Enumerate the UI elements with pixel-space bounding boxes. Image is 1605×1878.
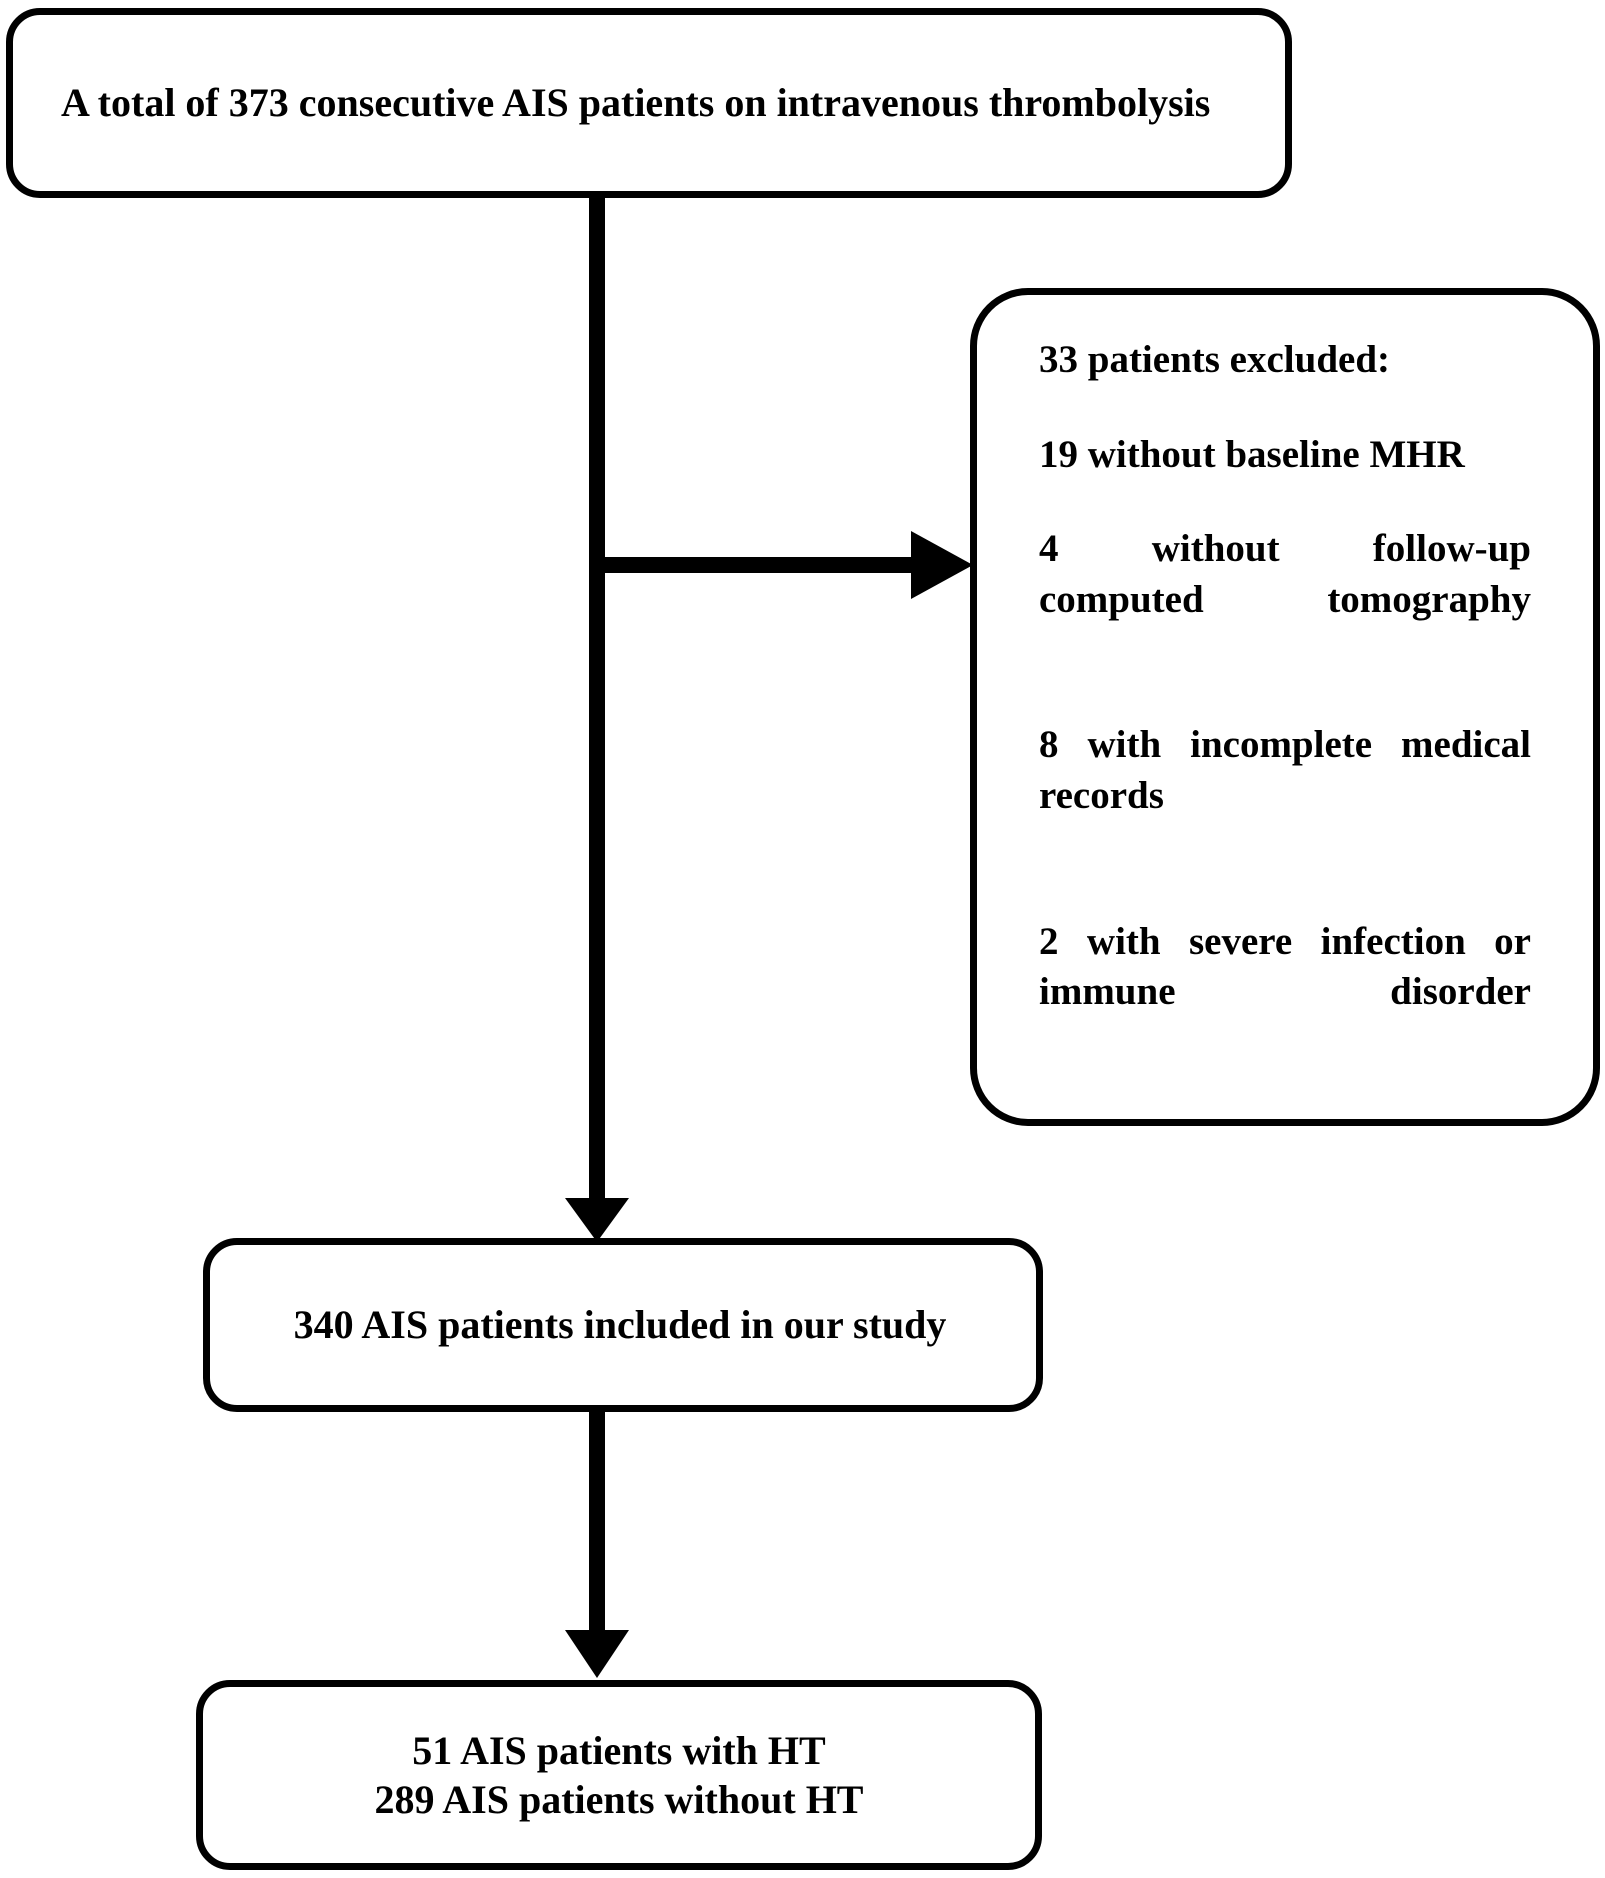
excluded-reason-item: 8 with incomplete medical records	[1039, 723, 1531, 818]
excluded-reason-item: 19 without baseline MHR	[1039, 432, 1465, 476]
excluded-reason-item: 2 with severe infection or immune disord…	[1039, 919, 1531, 1014]
excluded-heading: 33 patients excluded:	[1039, 338, 1390, 381]
connector-trunk-lower	[589, 1410, 605, 1638]
node-included-cohort: 340 AIS patients included in our study	[203, 1238, 1043, 1412]
node-included-cohort-text: 340 AIS patients included in our study	[293, 1302, 947, 1348]
node-total-cohort: A total of 373 consecutive AIS patients …	[6, 8, 1292, 198]
node-excluded: 33 patients excluded: 19 without baselin…	[970, 288, 1600, 1126]
arrowhead-into-excluded-box	[911, 531, 973, 599]
connector-trunk-upper	[589, 193, 605, 1205]
arrowhead-into-included-box	[565, 1198, 629, 1242]
arrowhead-into-outcome-box	[565, 1630, 629, 1678]
node-total-cohort-text: A total of 373 consecutive AIS patients …	[61, 80, 1211, 126]
excluded-reason-list: 33 patients excluded: 19 without baselin…	[977, 295, 1593, 1069]
connector-branch-to-excluded	[597, 557, 913, 573]
excluded-reason-item: 4 without follow-up computed tomography	[1039, 527, 1531, 622]
node-outcome-with-ht-text: 51 AIS patients with HT	[412, 1727, 826, 1773]
node-outcome-split: 51 AIS patients with HT 289 AIS patients…	[196, 1680, 1042, 1870]
node-outcome-without-ht-text: 289 AIS patients without HT	[374, 1777, 864, 1822]
